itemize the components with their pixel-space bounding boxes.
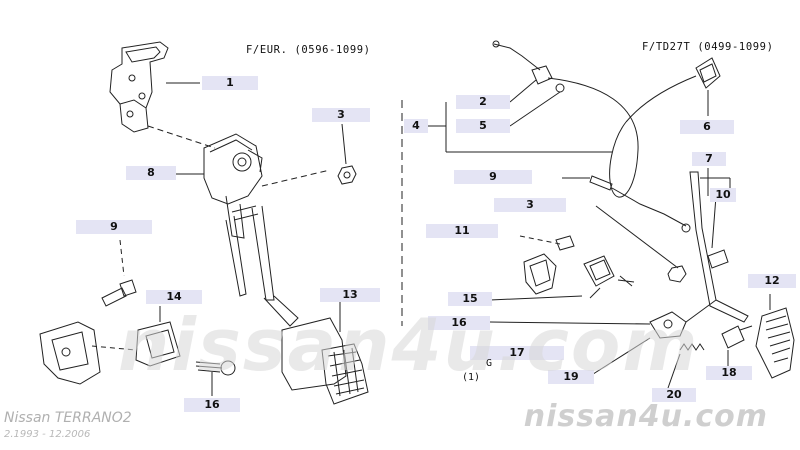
variant-label-right: F/TD27T (0499-1099) <box>642 41 774 53</box>
callout-part-3-left[interactable]: 3 <box>312 108 370 122</box>
callout-part-8[interactable]: 8 <box>126 166 176 180</box>
callout-part-13[interactable]: 13 <box>320 288 380 302</box>
callout-part-6[interactable]: 6 <box>680 120 734 134</box>
nut-part <box>337 165 357 185</box>
lever-part <box>649 299 717 339</box>
callout-part-4[interactable]: 4 <box>404 119 428 133</box>
callout-part-18[interactable]: 18 <box>706 366 752 380</box>
pedal-bracket-part <box>109 41 169 133</box>
callout-part-10[interactable]: 10 <box>710 188 736 202</box>
callout-part-5[interactable]: 5 <box>456 119 510 133</box>
callout-part-16-right[interactable]: 16 <box>428 316 490 330</box>
callout-part-15[interactable]: 15 <box>448 292 492 306</box>
cable-grommet-part <box>531 65 565 93</box>
callout-part-16-left[interactable]: 16 <box>184 398 240 412</box>
callout-part-20[interactable]: 20 <box>652 388 696 402</box>
bolt-part-right <box>589 175 613 191</box>
callout-part-9-right[interactable]: 9 <box>454 170 532 184</box>
pedal-stopper-part <box>135 321 181 367</box>
brake-pedal-assembly-part <box>203 133 299 327</box>
callout-part-17[interactable]: 17 <box>470 346 564 360</box>
accelerator-pad-part <box>755 307 795 379</box>
accelerator-cable-part <box>492 40 697 198</box>
return-spring-part <box>679 343 705 351</box>
vehicle-model: Nissan TERRANO2 <box>4 410 132 426</box>
callout-part-11[interactable]: 11 <box>426 224 498 238</box>
callout-part-12[interactable]: 12 <box>748 274 796 288</box>
nut-part-right <box>667 265 687 283</box>
watermark: nissan4u.com <box>118 303 700 387</box>
variant-label-left: F/EUR. (0596-1099) <box>246 44 371 56</box>
note-g: G <box>486 358 493 369</box>
production-years: 2.1993 - 12.2006 <box>4 429 91 440</box>
callout-part-2[interactable]: 2 <box>456 95 510 109</box>
callout-part-9-left[interactable]: 9 <box>76 220 152 234</box>
stopper-part-right <box>583 255 635 287</box>
accelerator-pedal-arm-part <box>689 171 749 323</box>
callout-part-19[interactable]: 19 <box>548 370 594 384</box>
callout-part-1[interactable]: 1 <box>202 76 258 90</box>
callout-part-14[interactable]: 14 <box>146 290 202 304</box>
pedal-lever-bracket-part <box>39 321 101 385</box>
pedal-clip-part <box>523 235 575 295</box>
screw-part <box>195 360 236 376</box>
cable-holder-part <box>695 57 721 89</box>
callout-part-3-right[interactable]: 3 <box>494 198 566 212</box>
pedal-stopper-bumper-part <box>721 325 753 349</box>
callout-part-7[interactable]: 7 <box>692 152 726 166</box>
note-reference: (1) <box>462 372 481 383</box>
bolt-part <box>101 279 137 307</box>
site-brand: nissan4u.com <box>523 399 768 434</box>
pedal-pad-part <box>281 317 369 405</box>
